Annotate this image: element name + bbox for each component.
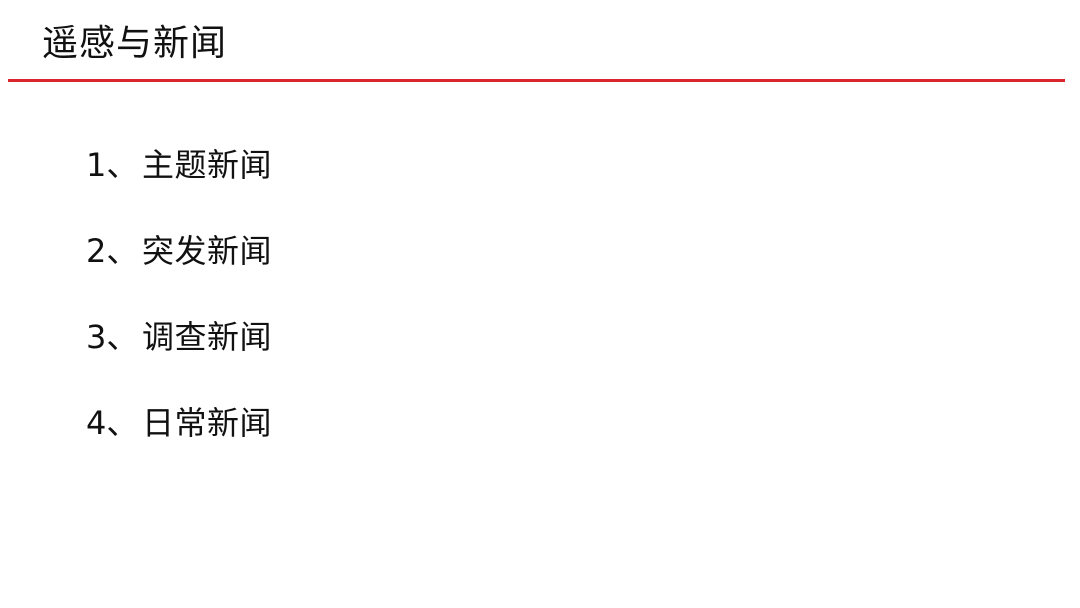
title-divider — [8, 79, 1065, 82]
list-item-number: 1、 — [86, 146, 139, 184]
slide-title: 遥感与新闻 — [42, 23, 228, 64]
list-item-text: 日常新闻 — [142, 404, 273, 442]
list-item-number: 3、 — [86, 318, 139, 356]
news-type-list: 1、 主题新闻 2、 突发新闻 3、 调查新闻 4、 日常新闻 — [86, 140, 272, 484]
list-item: 3、 调查新闻 — [86, 312, 272, 398]
list-item-text: 主题新闻 — [142, 146, 273, 184]
list-item: 1、 主题新闻 — [86, 140, 272, 226]
list-item: 4、 日常新闻 — [86, 398, 272, 484]
list-item-number: 4、 — [86, 404, 139, 442]
list-item: 2、 突发新闻 — [86, 226, 272, 312]
list-item-number: 2、 — [86, 232, 139, 270]
list-item-text: 调查新闻 — [142, 318, 273, 356]
list-item-text: 突发新闻 — [142, 232, 273, 270]
